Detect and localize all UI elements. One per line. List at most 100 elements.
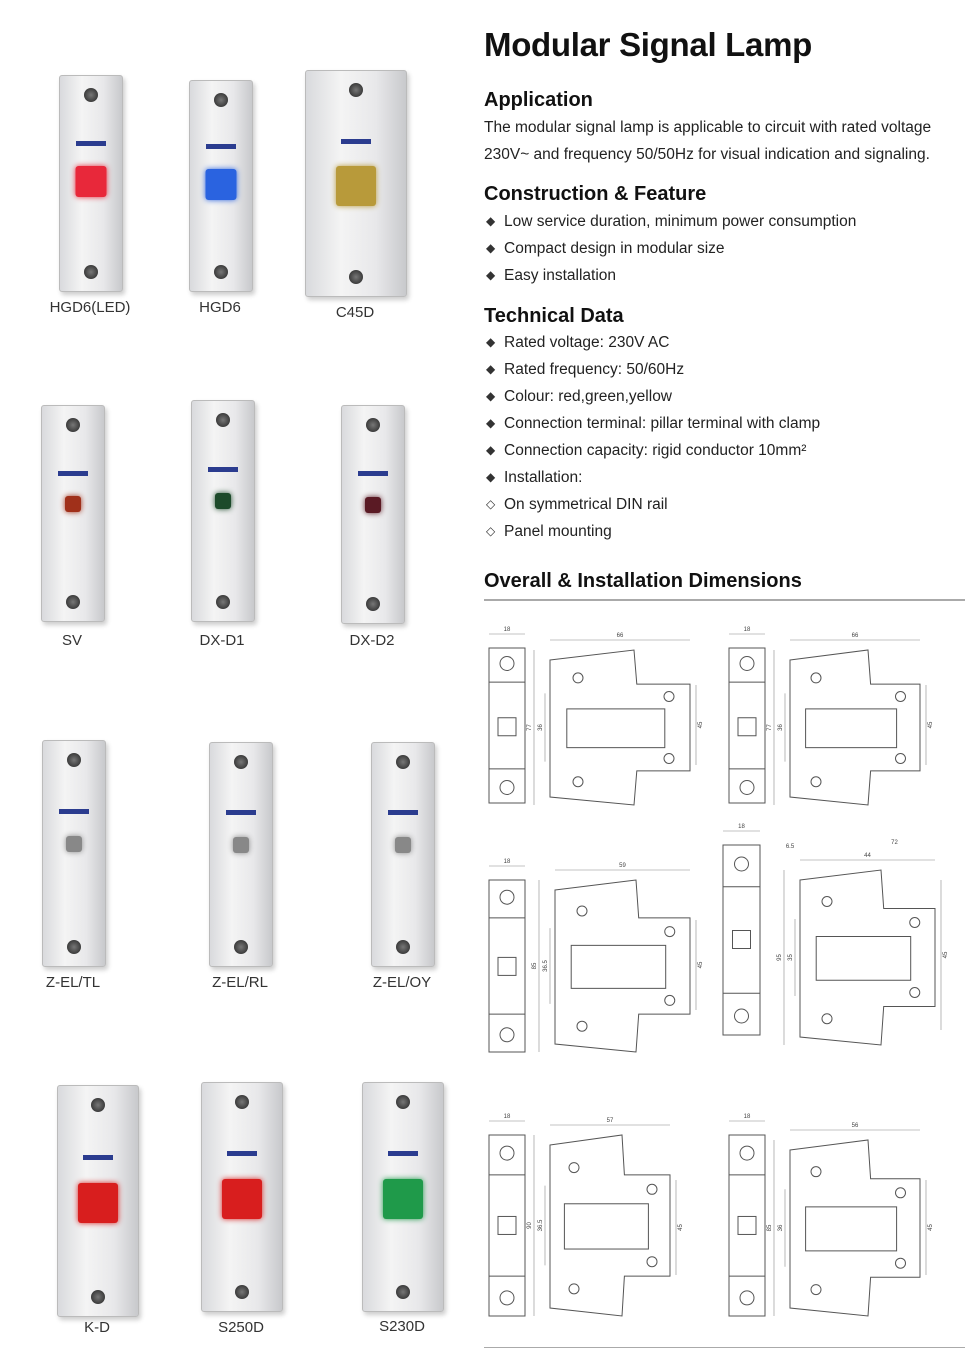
item-text: Panel mounting bbox=[504, 523, 612, 540]
list-item: ◆Rated frequency: 50/60Hz bbox=[486, 356, 820, 383]
front-view bbox=[488, 647, 526, 804]
dimension-label: 45 bbox=[678, 1224, 684, 1231]
application-heading: Application bbox=[484, 89, 593, 111]
list-item: ◆ Rated voltage: 230V AC bbox=[486, 329, 820, 356]
product-image bbox=[362, 1082, 444, 1312]
terminal-icon bbox=[499, 1290, 515, 1306]
window-outline bbox=[497, 1215, 517, 1235]
hole-icon bbox=[895, 1187, 906, 1199]
side-view bbox=[789, 649, 921, 806]
product-image bbox=[42, 740, 106, 967]
diamond-bullet-icon: ◆ bbox=[486, 268, 496, 282]
dimension-label: 85 bbox=[767, 1224, 773, 1231]
indicator-lamp bbox=[78, 1182, 118, 1223]
list-item: ◆ Easy installation bbox=[486, 262, 856, 289]
dimension-label: 35 bbox=[788, 954, 794, 961]
terminal-screw-icon bbox=[366, 418, 380, 432]
dimension-label: 36.5 bbox=[543, 960, 549, 972]
dimension-label: 66 bbox=[852, 633, 859, 639]
terminal-icon bbox=[739, 1145, 755, 1161]
dimension-label: 77 bbox=[527, 724, 533, 731]
terminal-icon bbox=[499, 780, 515, 795]
terminal-screw-icon bbox=[91, 1098, 105, 1112]
diamond-bullet-icon: ◆ bbox=[486, 470, 496, 484]
brand-logo bbox=[58, 470, 88, 476]
hole-icon bbox=[664, 994, 676, 1006]
dimension-label: 95 bbox=[777, 954, 783, 961]
brand-logo bbox=[226, 809, 256, 815]
dimension-label: 66 bbox=[617, 633, 624, 639]
terminal-screw-icon bbox=[235, 1095, 249, 1109]
hole-icon bbox=[895, 753, 906, 764]
brand-logo bbox=[76, 140, 106, 146]
list-item: ◆Low service duration, minimum power con… bbox=[486, 208, 856, 235]
terminal-screw-icon bbox=[396, 940, 410, 954]
product-label: K-D bbox=[84, 1319, 110, 1336]
outline bbox=[805, 1206, 898, 1252]
dimension-label: 36 bbox=[778, 724, 784, 731]
list-item: ◆ Connection terminal: pillar terminal wi… bbox=[486, 410, 820, 437]
dimension-label: 18 bbox=[744, 1114, 751, 1120]
dimension-label: 44 bbox=[864, 853, 871, 859]
divider bbox=[484, 1347, 965, 1348]
product-label: S230D bbox=[379, 1318, 425, 1335]
hole-icon bbox=[572, 672, 584, 684]
product-label: C45D bbox=[335, 304, 375, 321]
brand-logo bbox=[388, 809, 418, 815]
dimension-label: 18 bbox=[744, 627, 751, 633]
item-text: Rated frequency: 50/60Hz bbox=[504, 361, 685, 378]
terminal-screw-icon bbox=[84, 265, 98, 279]
application-text: The modular signal lamp is applicable to… bbox=[484, 119, 932, 163]
indicator-lamp bbox=[233, 836, 249, 853]
product-image bbox=[371, 742, 435, 967]
dimensions-heading: Overall & Installation Dimensions bbox=[484, 570, 802, 592]
construction-heading: Construction & Feature bbox=[484, 183, 707, 205]
item-text: Connection capacity: rigid conductor 10m… bbox=[504, 442, 807, 459]
outline bbox=[566, 708, 666, 749]
brand-logo bbox=[206, 144, 236, 149]
outline bbox=[805, 708, 898, 749]
hole-icon bbox=[576, 1020, 588, 1032]
outline bbox=[570, 944, 667, 989]
product-image bbox=[41, 405, 105, 622]
construction-list: ◆Low service duration, minimum power con… bbox=[486, 208, 856, 289]
indicator-lamp bbox=[215, 493, 231, 510]
indicator-lamp bbox=[65, 496, 81, 513]
indicator-lamp bbox=[205, 169, 237, 201]
front-view bbox=[488, 879, 526, 1053]
brand-logo bbox=[341, 138, 371, 144]
hole-icon bbox=[821, 896, 833, 907]
list-item: ◆ Connection capacity: rigid conductor 10… bbox=[486, 437, 820, 464]
window-outline bbox=[497, 956, 517, 976]
hole-icon bbox=[646, 1256, 658, 1268]
item-text: Easy installation bbox=[504, 267, 617, 284]
terminal-icon bbox=[499, 1145, 515, 1161]
indicator-lamp bbox=[222, 1178, 262, 1219]
terminal-screw-icon bbox=[234, 755, 248, 769]
hole-icon bbox=[810, 1166, 822, 1178]
terminal-screw-icon bbox=[216, 413, 230, 427]
window-outline bbox=[737, 717, 757, 737]
terminal-screw-icon bbox=[396, 755, 410, 769]
window-outline bbox=[737, 1215, 757, 1235]
product-label: DX-D2 bbox=[349, 632, 395, 649]
indicator-lamp bbox=[395, 836, 411, 853]
hole-icon bbox=[572, 776, 584, 788]
indicator-lamp bbox=[66, 835, 82, 852]
item-text: Rated voltage: 230V AC bbox=[504, 334, 670, 351]
diamond-bullet-icon: ◆ bbox=[486, 335, 496, 349]
indicator-lamp bbox=[336, 165, 376, 206]
diamond-bullet-icon: ◆ bbox=[486, 241, 496, 255]
hole-icon bbox=[810, 776, 822, 788]
item-text: Connection terminal: pillar terminal wit… bbox=[504, 415, 821, 432]
product-label: SV bbox=[61, 632, 83, 649]
brand-logo bbox=[388, 1151, 418, 1157]
diamond-bullet-icon: ◆ bbox=[486, 443, 496, 457]
dimension-label: 45 bbox=[698, 961, 704, 968]
side-view bbox=[549, 649, 691, 806]
technical-heading: Technical Data bbox=[484, 305, 624, 327]
diamond-bullet-icon: ◆ bbox=[486, 416, 496, 430]
dimension-label: 36 bbox=[778, 1224, 784, 1231]
terminal-screw-icon bbox=[396, 1285, 410, 1299]
dimension-label: 18 bbox=[504, 1114, 511, 1120]
